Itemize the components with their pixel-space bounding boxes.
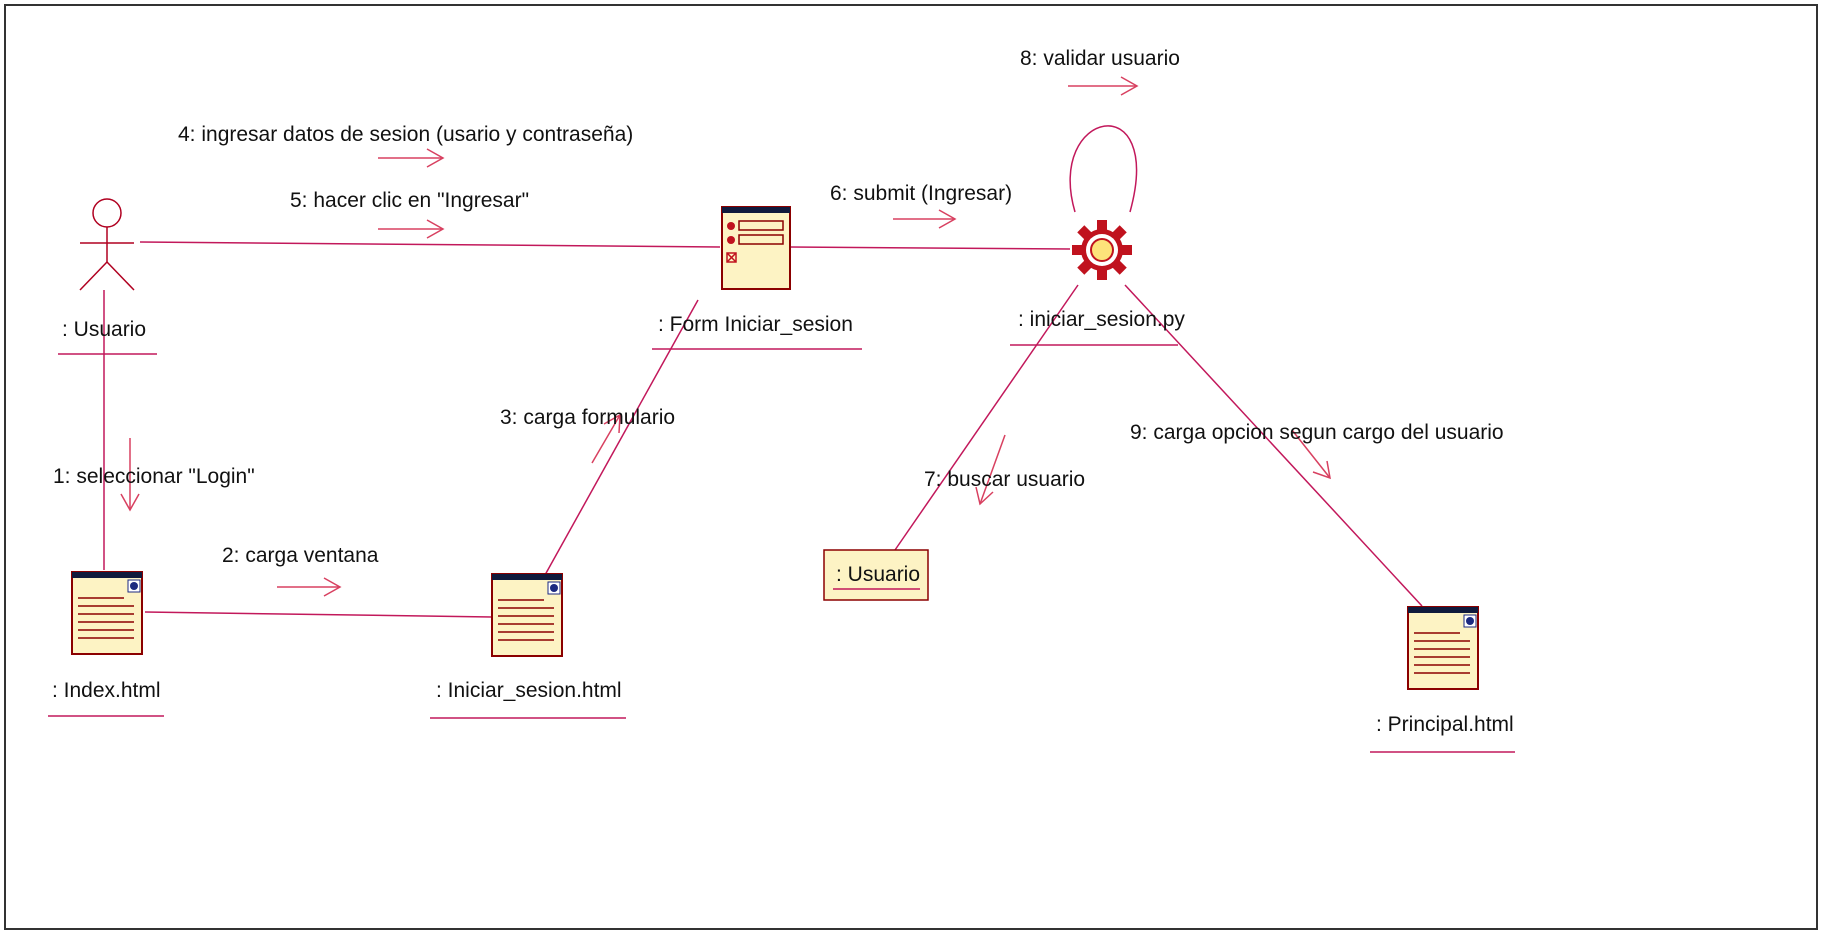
arrow-m3 bbox=[591, 413, 621, 464]
arrow-m7 bbox=[975, 434, 1006, 506]
label-index-html: : Index.html bbox=[52, 679, 161, 702]
message-7-label: 7: buscar usuario bbox=[924, 468, 1085, 491]
label-principal-html: : Principal.html bbox=[1376, 713, 1514, 736]
diagram-frame bbox=[4, 4, 1818, 930]
link-self-loop bbox=[1069, 125, 1138, 213]
link-actor-form bbox=[139, 241, 721, 248]
link-controller-principal bbox=[1124, 284, 1423, 607]
form-iniciar-sesion-icon bbox=[721, 206, 791, 290]
message-arrows bbox=[120, 76, 1331, 597]
message-9-label: 9: carga opcion segun cargo del usuario bbox=[1130, 421, 1504, 444]
message-2-label: 2: carga ventana bbox=[222, 544, 379, 567]
controller-gear-icon bbox=[1072, 220, 1132, 280]
iniciar-sesion-html-page-icon bbox=[491, 573, 563, 657]
links bbox=[103, 125, 1423, 618]
label-iniciar-sesion-py: : iniciar_sesion.py bbox=[1018, 308, 1185, 331]
arrow-m8 bbox=[1068, 76, 1139, 96]
label-entity-usuario: : Usuario bbox=[836, 563, 920, 586]
arrow-m9 bbox=[1291, 429, 1331, 480]
link-form-controller bbox=[789, 246, 1071, 250]
entity-usuario-box bbox=[823, 549, 929, 601]
label-actor-usuario: : Usuario bbox=[62, 318, 146, 341]
link-index-iniciar bbox=[144, 611, 493, 618]
actor-usuario-icon bbox=[79, 198, 135, 291]
label-iniciar-sesion-html: : Iniciar_sesion.html bbox=[436, 679, 622, 702]
arrow-m4 bbox=[378, 148, 445, 168]
message-3-label: 3: carga formulario bbox=[500, 406, 675, 429]
arrow-m1 bbox=[120, 438, 140, 512]
arrow-m6 bbox=[893, 209, 957, 229]
index-html-page-icon bbox=[71, 571, 143, 655]
label-form-iniciar-sesion: : Form Iniciar_sesion bbox=[658, 313, 853, 336]
message-6-label: 6: submit (Ingresar) bbox=[830, 182, 1012, 205]
principal-html-page-icon bbox=[1407, 606, 1479, 690]
link-iniciar-form bbox=[544, 299, 699, 576]
arrow-m5 bbox=[378, 219, 445, 239]
link-controller-entity bbox=[894, 284, 1079, 551]
arrow-m2 bbox=[277, 577, 342, 597]
message-1-label: 1: seleccionar "Login" bbox=[53, 465, 255, 488]
message-4-label: 4: ingresar datos de sesion (usario y co… bbox=[178, 123, 633, 146]
message-5-label: 5: hacer clic en "Ingresar" bbox=[290, 189, 529, 212]
message-8-label: 8: validar usuario bbox=[1020, 47, 1180, 70]
